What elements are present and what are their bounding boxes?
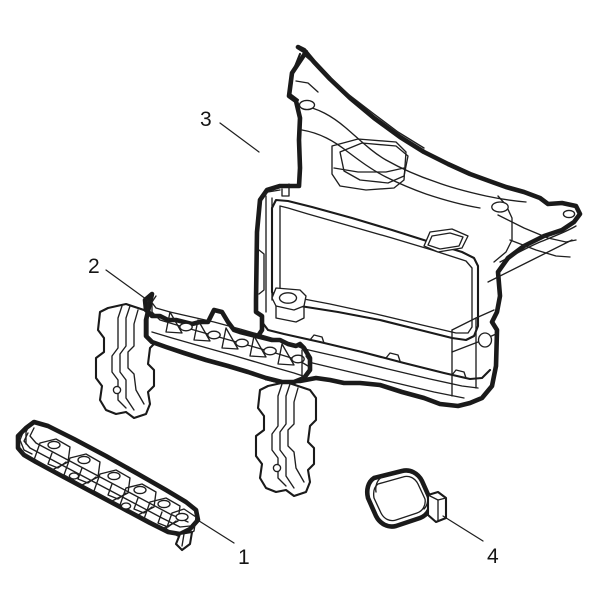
part-1-bosses	[33, 438, 197, 539]
callout-number-2: 2	[88, 255, 100, 278]
leader-line-2	[105, 269, 151, 303]
leader-line-3	[219, 122, 260, 153]
callout-leader-lines	[105, 122, 484, 544]
part-2-right-bracket	[254, 380, 318, 498]
part-2-cross-rail	[142, 291, 313, 385]
leader-line-1	[195, 518, 235, 544]
callout-number-3: 3	[200, 108, 212, 131]
part-1-lower-tie-bar	[15, 419, 201, 552]
leader-line-4	[442, 515, 484, 542]
part-3-radiator-support-frame	[253, 44, 583, 409]
callout-number-1: 1	[238, 546, 250, 569]
part-2-left-bracket	[94, 302, 158, 420]
part-2-upper-rail-assembly	[94, 291, 318, 498]
callout-number-4: 4	[487, 545, 499, 568]
part-4-access-cover	[364, 468, 448, 529]
